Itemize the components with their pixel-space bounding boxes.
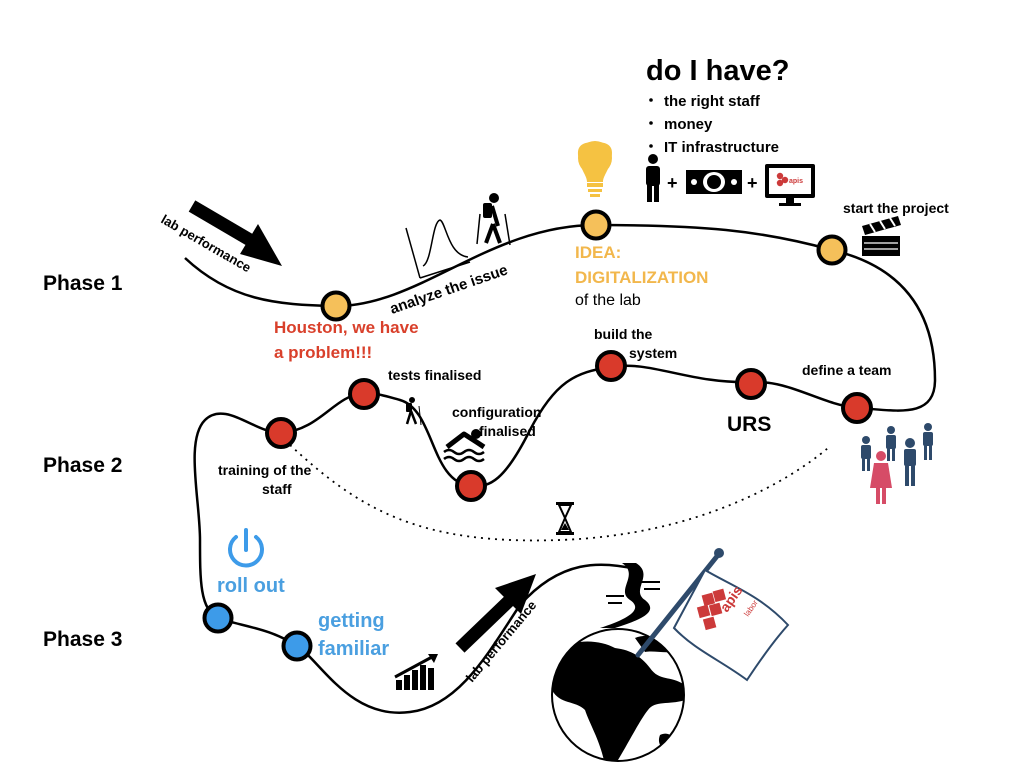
question-item-it: IT infrastructure xyxy=(664,139,779,156)
person-icon xyxy=(646,154,660,202)
arrow-up-icon xyxy=(455,574,536,653)
node-build-system xyxy=(595,350,627,382)
monitor-brand: apis xyxy=(789,178,803,185)
question-item-staff: the right staff xyxy=(664,93,761,110)
plus-sign-1: + xyxy=(667,173,678,193)
node-urs xyxy=(735,368,767,400)
build-system-label-2: system xyxy=(629,345,677,361)
globe-icon xyxy=(551,628,685,762)
define-team-label: define a team xyxy=(802,362,891,378)
node-tests xyxy=(348,378,380,410)
configuration-label: configuration xyxy=(452,404,541,420)
node-training xyxy=(265,417,297,449)
configuration-finalised-label: finalised xyxy=(479,423,536,439)
roll-out-label: roll out xyxy=(217,575,285,597)
question-item-money: money xyxy=(664,116,713,133)
phase-3-label: Phase 3 xyxy=(43,628,122,651)
node-configuration xyxy=(455,470,487,502)
phase-2-label: Phase 2 xyxy=(43,454,122,477)
idea-of-lab-label: of the lab xyxy=(575,292,641,309)
flag-icon: apis labor xyxy=(635,548,790,682)
team-icon xyxy=(861,423,933,504)
build-system-label: build the xyxy=(594,326,653,342)
bell-curve-icon xyxy=(405,219,471,279)
hourglass-icon xyxy=(556,502,574,535)
getting-familiar-label-2: familiar xyxy=(318,638,389,660)
idea-label: IDEA: xyxy=(575,243,621,262)
swimmer-icon xyxy=(443,429,486,463)
node-houston xyxy=(320,290,352,322)
question-title: do I have? xyxy=(646,55,789,87)
lightbulb-icon xyxy=(577,141,613,197)
dotted-path xyxy=(289,444,829,542)
banknote-icon xyxy=(686,170,742,194)
node-roll-out xyxy=(202,602,234,634)
urs-label: URS xyxy=(727,413,771,436)
houston-label: Houston, we have xyxy=(274,318,419,337)
road-icon xyxy=(600,563,660,628)
arrow-icon xyxy=(188,200,282,266)
getting-familiar-label: getting xyxy=(318,610,385,632)
training-label: training of the xyxy=(218,462,312,478)
node-start-project xyxy=(816,234,848,266)
milestone-nodes xyxy=(202,209,873,662)
question-list: the right staff money IT infrastructure xyxy=(649,93,779,156)
power-icon xyxy=(228,528,264,568)
phase-1-label: Phase 1 xyxy=(43,272,123,295)
node-idea xyxy=(580,209,612,241)
node-getting-familiar xyxy=(281,630,313,662)
tests-finalised-label: tests finalised xyxy=(388,367,481,383)
houston-problem-label: a problem!!! xyxy=(274,343,372,362)
node-define-team xyxy=(841,392,873,424)
hiker-icon xyxy=(476,193,511,246)
training-staff-label: staff xyxy=(262,481,292,497)
start-project-label: start the project xyxy=(843,200,949,216)
plus-sign-2: + xyxy=(747,173,758,193)
idea-digitalization-label: DIGITALIZATION xyxy=(575,268,708,287)
monitor-icon: apis xyxy=(765,164,815,206)
growth-chart-icon xyxy=(394,654,438,690)
clapperboard-icon xyxy=(862,216,901,256)
hiker-small-icon xyxy=(405,397,422,426)
